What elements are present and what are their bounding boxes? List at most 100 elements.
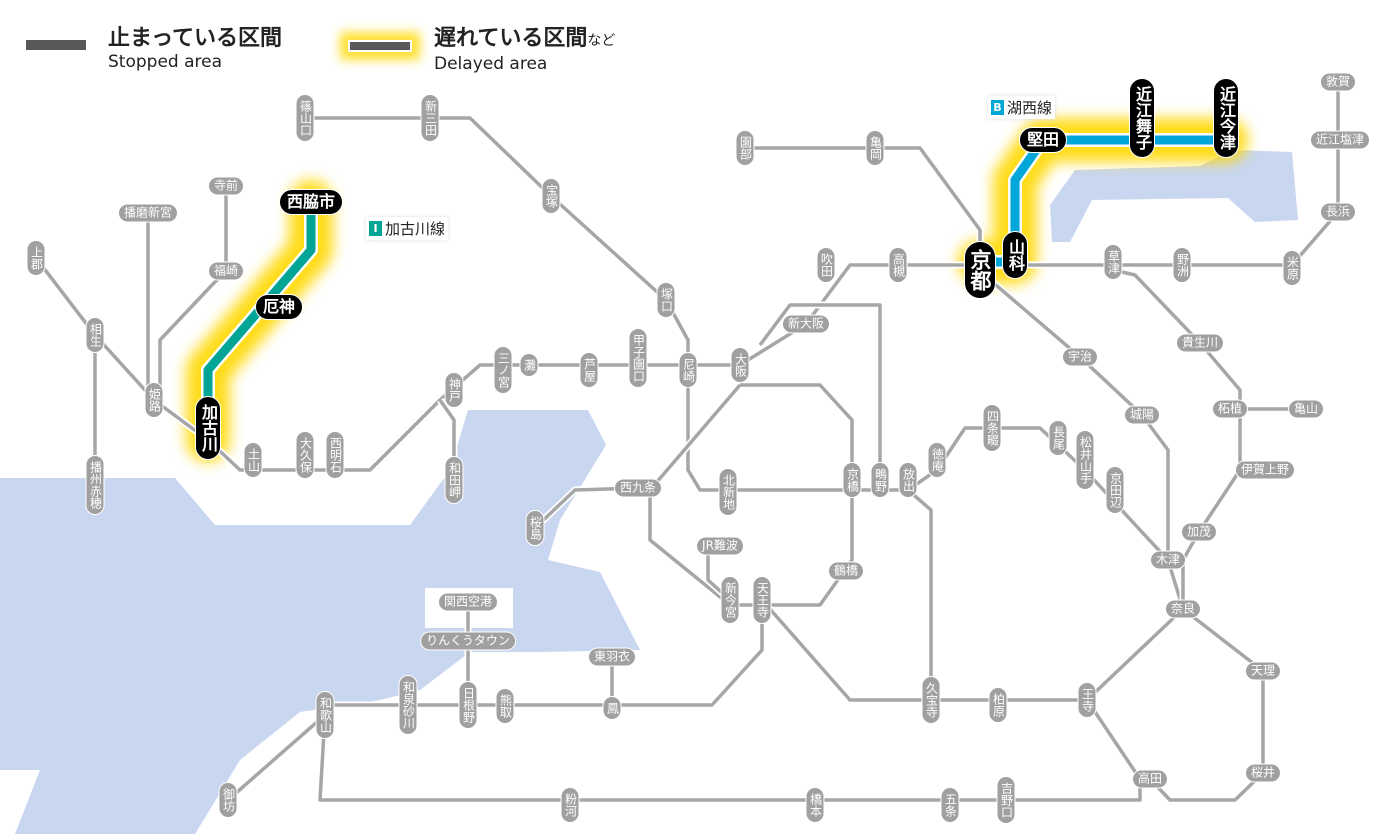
station-label[interactable]: 四条畷: [982, 404, 1002, 452]
station-label[interactable]: 芦屋: [579, 352, 599, 388]
station-label[interactable]: 山科: [1002, 231, 1028, 279]
station-label[interactable]: 篠山口: [295, 94, 315, 142]
station-label[interactable]: りんくうタウン: [420, 631, 516, 651]
station-label[interactable]: 近江塩津: [1309, 130, 1371, 150]
station-label[interactable]: 城陽: [1123, 405, 1161, 425]
rail-line[interactable]: [305, 116, 908, 492]
station-label[interactable]: 柘植: [1211, 399, 1249, 419]
line-label-kakogawa[interactable]: I 加古川線: [366, 217, 449, 240]
line-label-kosei[interactable]: B 湖西線: [988, 96, 1056, 119]
station-label[interactable]: 伊賀上野: [1234, 460, 1296, 480]
station-label[interactable]: 大阪: [730, 347, 750, 383]
station-label[interactable]: 久宝寺: [921, 676, 941, 724]
station-label[interactable]: 桜井: [1244, 763, 1282, 783]
station-label[interactable]: 加古川: [195, 396, 221, 460]
station-label[interactable]: 熊取: [495, 688, 515, 724]
station-label[interactable]: 堅田: [1018, 127, 1068, 153]
station-label[interactable]: 播州赤穂: [85, 455, 105, 515]
station-label[interactable]: 王寺: [1077, 682, 1097, 718]
station-label[interactable]: 厄神: [254, 294, 304, 320]
station-label[interactable]: 東羽衣: [587, 647, 637, 667]
station-label[interactable]: 西明石: [325, 431, 345, 479]
station-label[interactable]: 徳庵: [927, 442, 947, 478]
station-label[interactable]: 北新地: [718, 468, 738, 516]
station-label[interactable]: 鳳: [602, 696, 622, 720]
station-label[interactable]: 長尾: [1048, 420, 1068, 456]
station-label[interactable]: 亀山: [1287, 399, 1325, 419]
station-label[interactable]: 新今宮: [720, 576, 740, 624]
station-label[interactable]: 吉野口: [996, 776, 1016, 824]
station-label[interactable]: JR難波: [696, 536, 744, 556]
station-label[interactable]: 粉河: [560, 787, 580, 823]
station-label[interactable]: 宇治: [1061, 347, 1099, 367]
station-label[interactable]: 和田岬: [444, 456, 464, 504]
station-label[interactable]: 松井山手: [1075, 430, 1095, 490]
station-label[interactable]: 姫路: [144, 382, 164, 418]
station-label[interactable]: 和泉砂川: [398, 675, 418, 735]
station-label[interactable]: 大久保: [295, 431, 315, 479]
station-label[interactable]: 近江今津: [1213, 78, 1239, 158]
station-label[interactable]: 草津: [1103, 244, 1123, 280]
station-label[interactable]: 寺前: [207, 176, 245, 196]
station-label[interactable]: 野洲: [1172, 247, 1192, 283]
station-label[interactable]: 桜島: [525, 510, 545, 546]
rail-line[interactable]: [760, 598, 1185, 702]
station-label[interactable]: 甲子園口: [628, 328, 648, 388]
rail-line[interactable]: [158, 186, 228, 400]
line-name: 湖西線: [1007, 99, 1053, 117]
station-label[interactable]: 御坊: [218, 782, 238, 818]
station-label[interactable]: 鴫野: [870, 462, 890, 498]
station-label[interactable]: 土山: [243, 442, 263, 478]
station-label[interactable]: 三ノ宮: [493, 346, 513, 394]
station-label[interactable]: 高田: [1131, 769, 1169, 789]
station-label[interactable]: 塚口: [656, 282, 676, 318]
station-label[interactable]: 京田辺: [1105, 466, 1125, 514]
station-label[interactable]: 橋本: [805, 787, 825, 823]
station-label[interactable]: 奈良: [1164, 599, 1202, 619]
legend-stopped-jp: 止まっている区間: [108, 26, 283, 51]
station-label[interactable]: 播磨新宮: [117, 203, 179, 223]
station-label[interactable]: 新大阪: [781, 314, 831, 334]
rail-line[interactable]: [1112, 268, 1242, 609]
station-label[interactable]: 吹田: [816, 247, 836, 283]
rail-line[interactable]: [318, 699, 1142, 802]
station-label[interactable]: 上郡: [26, 240, 46, 276]
station-label[interactable]: 高槻: [888, 247, 908, 283]
station-label[interactable]: 敦賀: [1319, 72, 1357, 92]
land: [0, 770, 40, 834]
station-label[interactable]: 日根野: [458, 681, 478, 729]
station-label[interactable]: 京橋: [842, 462, 862, 498]
rail-line[interactable]: [648, 383, 854, 607]
station-label[interactable]: 天理: [1244, 661, 1282, 681]
station-label[interactable]: 宝塚: [541, 178, 561, 214]
rail-line[interactable]: [226, 713, 327, 802]
station-label[interactable]: 柏原: [988, 687, 1008, 723]
station-label[interactable]: 西九条: [613, 478, 663, 498]
station-label[interactable]: 鶴橋: [827, 561, 865, 581]
station-label[interactable]: 関西空港: [437, 592, 499, 612]
station-label[interactable]: 園部: [735, 130, 755, 166]
station-label[interactable]: 西脇市: [278, 189, 344, 215]
station-label[interactable]: 灘: [519, 353, 539, 377]
station-label[interactable]: 亀岡: [865, 130, 885, 166]
station-label[interactable]: 尼崎: [678, 352, 698, 388]
station-label[interactable]: 米原: [1282, 250, 1302, 286]
station-label[interactable]: 近江舞子: [1129, 78, 1155, 158]
station-label[interactable]: 貴生川: [1175, 333, 1225, 353]
station-label[interactable]: 加茂: [1180, 522, 1218, 542]
station-label[interactable]: 福崎: [207, 261, 245, 281]
rail-line[interactable]: [906, 488, 933, 700]
station-label[interactable]: 相生: [85, 317, 105, 353]
station-label[interactable]: 長浜: [1319, 202, 1357, 222]
station-label[interactable]: 木津: [1149, 550, 1187, 570]
station-label[interactable]: 放出: [898, 462, 918, 498]
rail-line[interactable]: [758, 303, 882, 490]
station-label[interactable]: 新三田: [420, 94, 440, 142]
station-label[interactable]: 天王寺: [752, 576, 772, 624]
station-label[interactable]: 神戸: [444, 372, 464, 408]
rail-line[interactable]: [325, 600, 764, 707]
station-label[interactable]: 京都: [964, 241, 996, 299]
station-label[interactable]: 五条: [940, 787, 960, 823]
rail-line[interactable]: [1148, 607, 1265, 802]
station-label[interactable]: 和歌山: [315, 691, 335, 739]
